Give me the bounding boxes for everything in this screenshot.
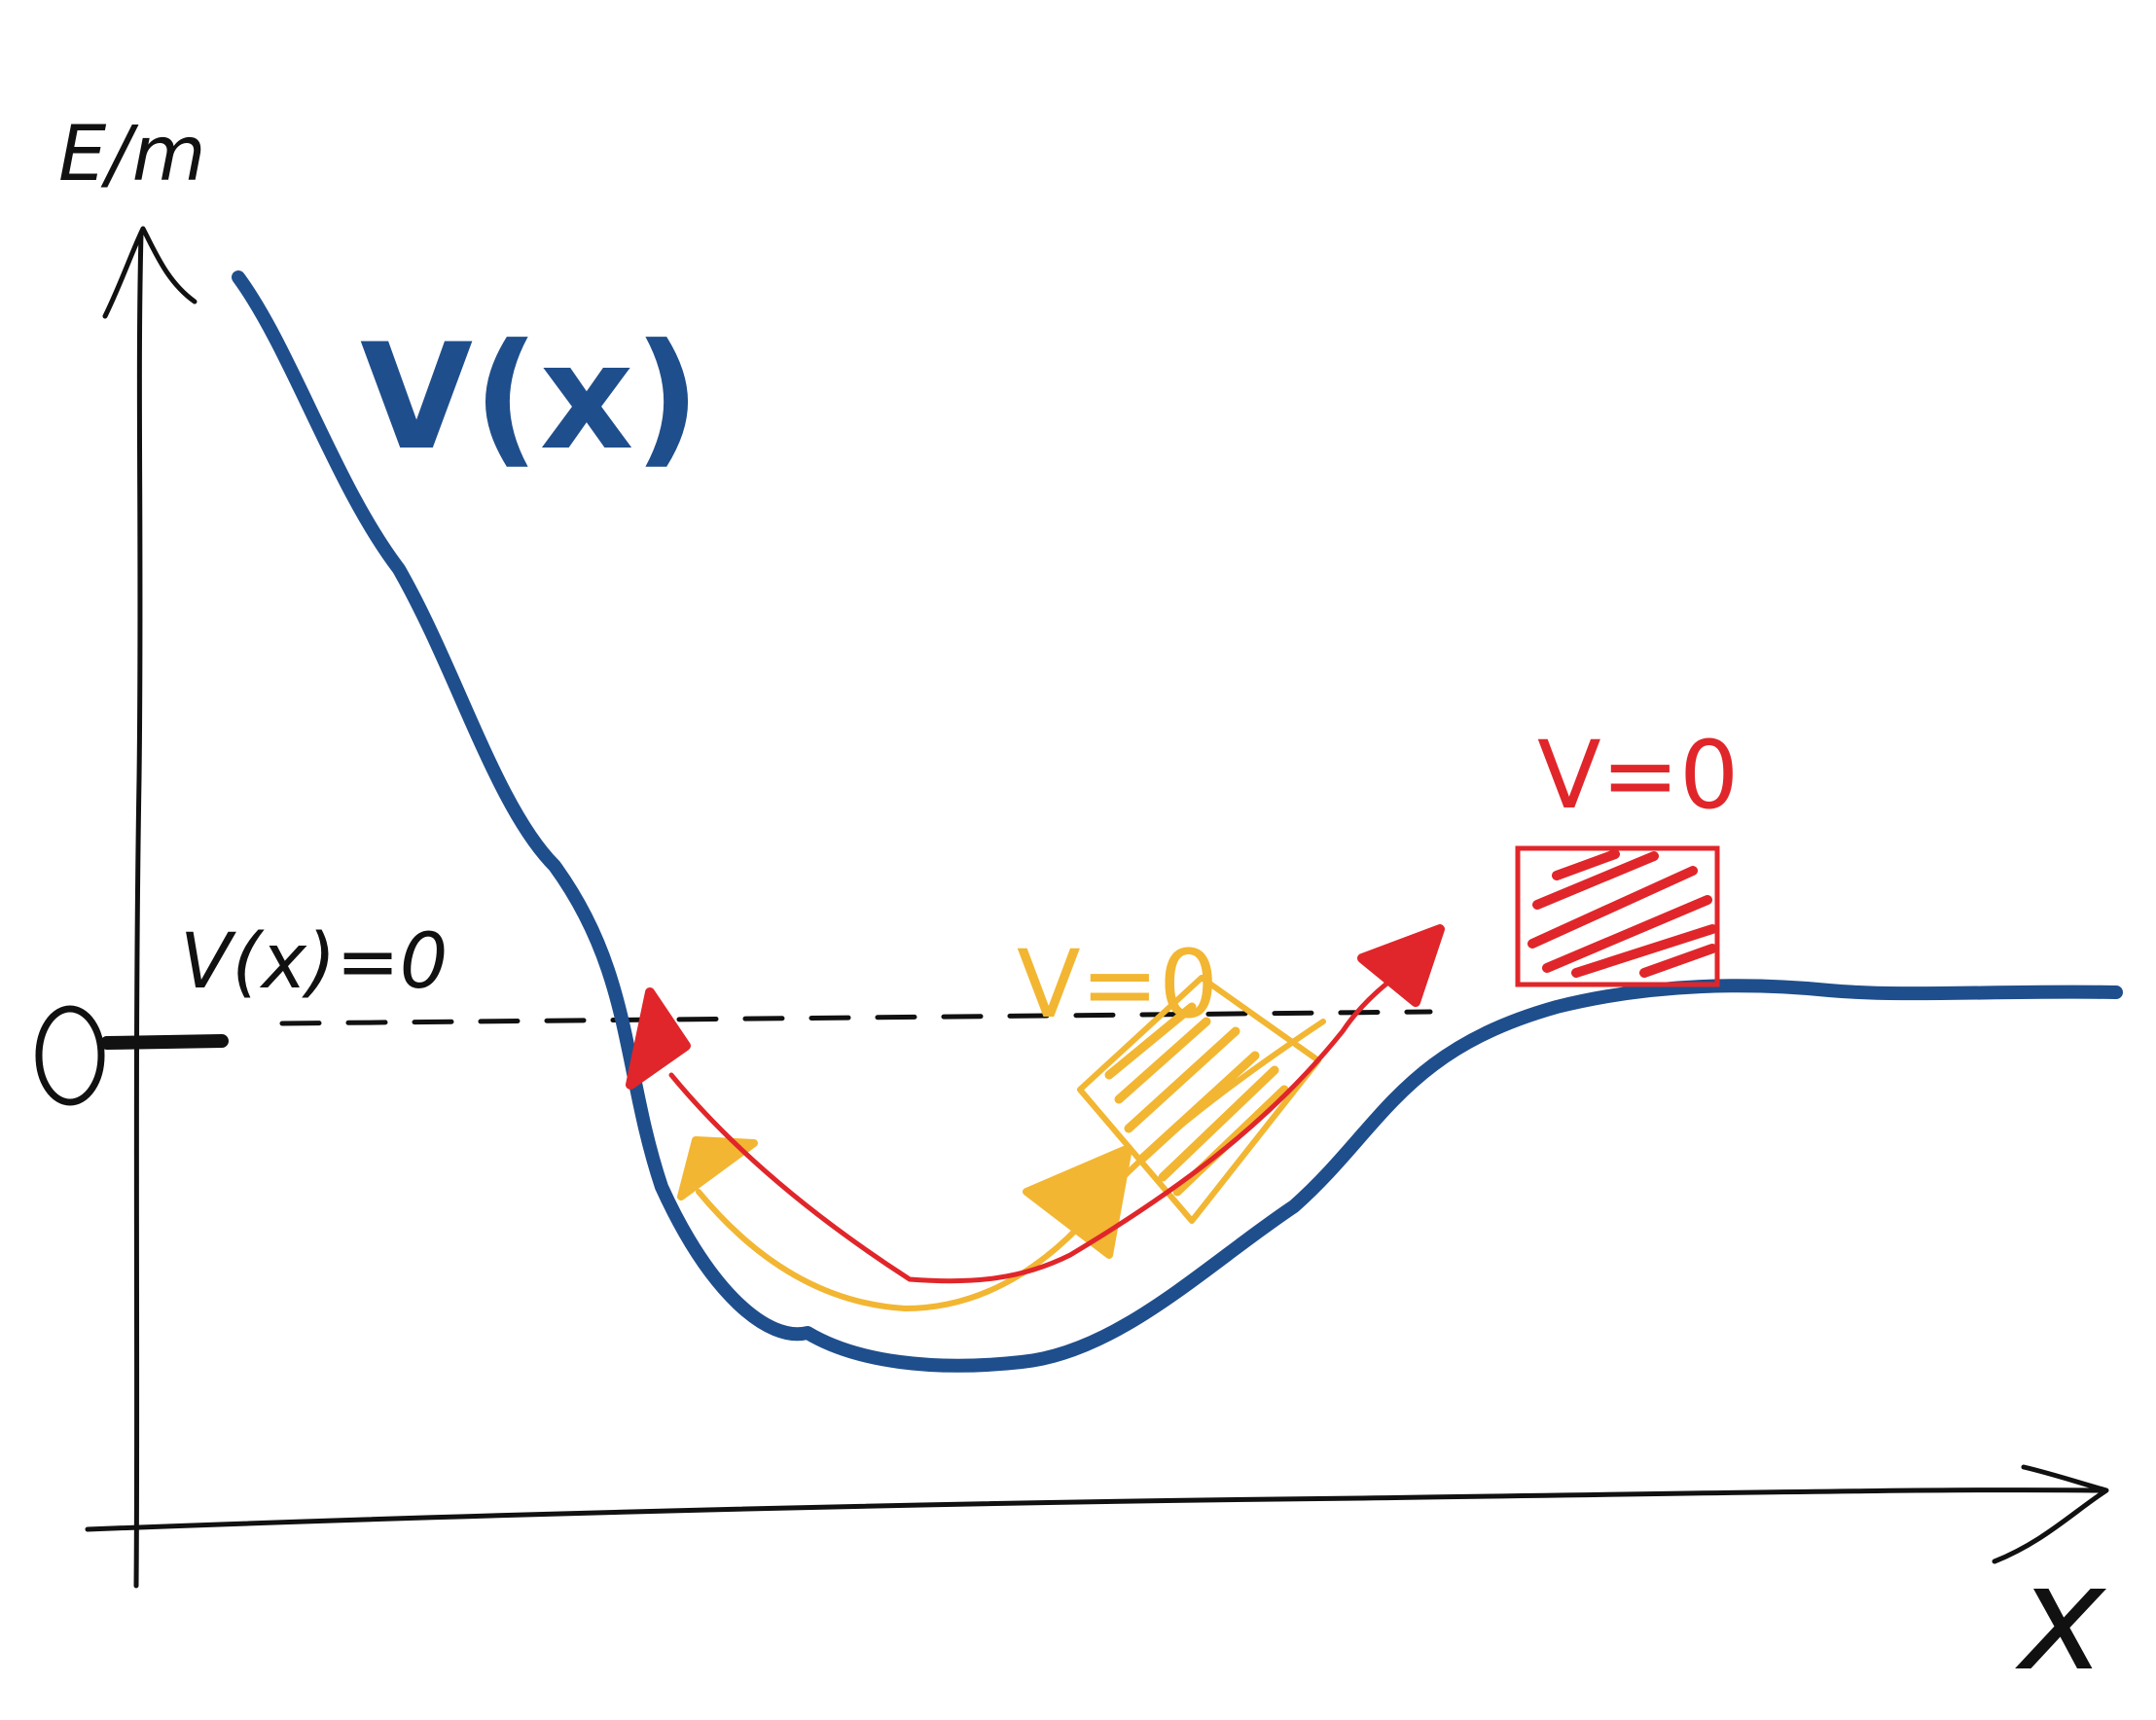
- y-axis-label: E/m: [58, 111, 206, 198]
- yellow-arrow-left: [677, 1136, 758, 1200]
- red-arrow-right: [1357, 924, 1445, 1007]
- x-axis: [85, 1487, 2104, 1532]
- yellow-path: [696, 1019, 1326, 1312]
- red-arrow-left: [626, 987, 691, 1090]
- yellow-arrow-mid: [1023, 1144, 1132, 1259]
- arrow-right-icon: [1992, 1464, 2109, 1564]
- reference-line: [279, 1009, 1433, 1026]
- potential-label: V(x): [360, 313, 701, 483]
- potential-curve: [232, 270, 2123, 1373]
- red-box: [1515, 845, 1720, 987]
- zero-tick-mark: [100, 1034, 229, 1050]
- arrow-up-icon: [102, 226, 198, 319]
- red-box-label: V=0: [1537, 721, 1739, 830]
- reference-label: V(x)=0: [180, 918, 448, 1006]
- zero-tick-circle: [35, 1005, 105, 1106]
- yellow-box-label: V=0: [1017, 930, 1218, 1039]
- red-path: [668, 960, 1419, 1284]
- x-axis-label: x: [2015, 1534, 2107, 1703]
- y-axis: [133, 231, 144, 1589]
